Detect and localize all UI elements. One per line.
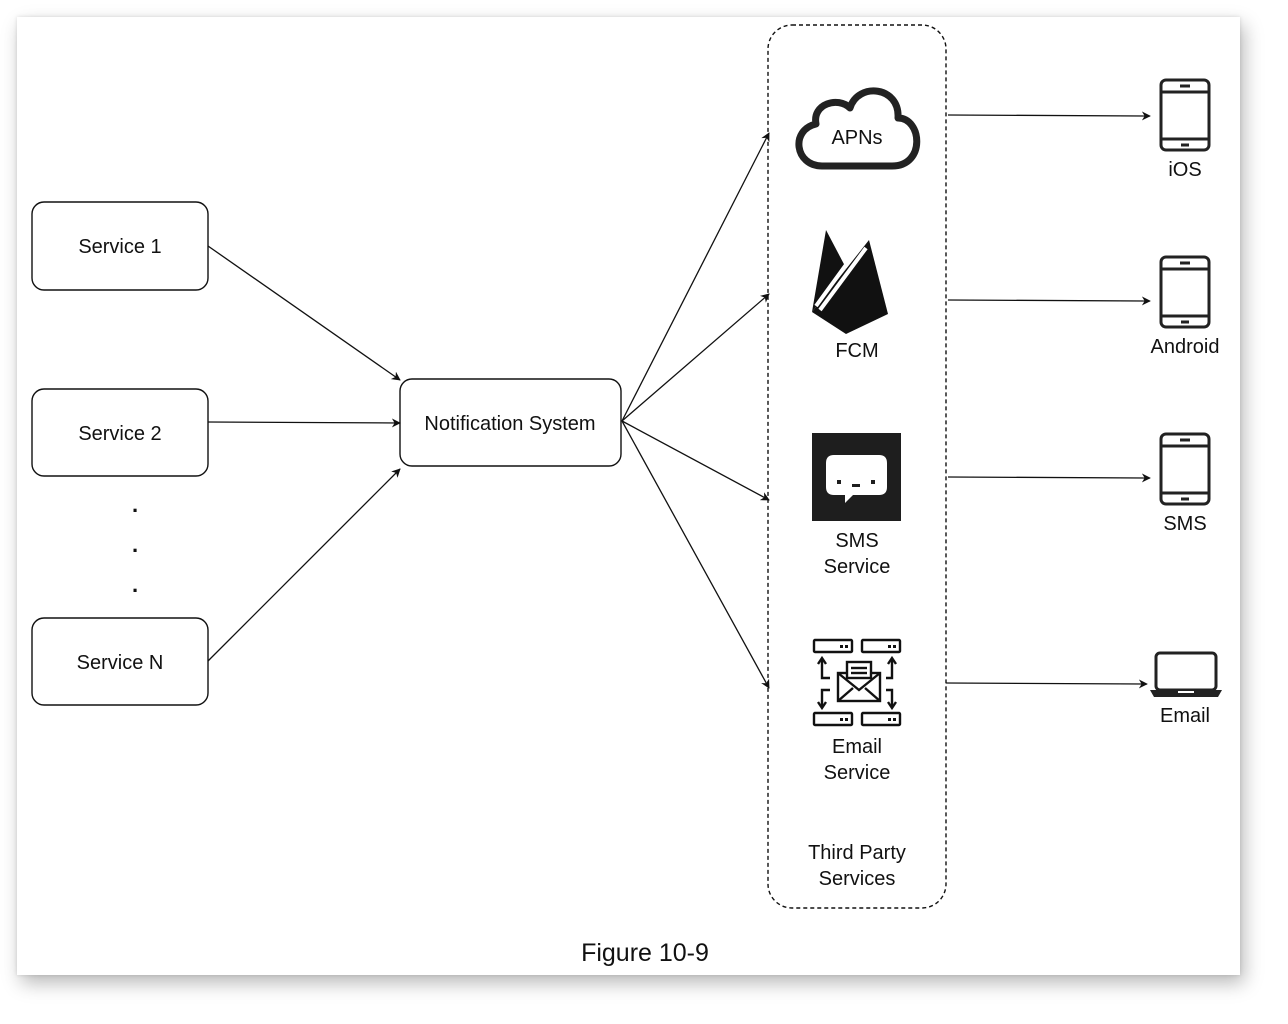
third-party-label-line2: Services [819,868,896,890]
service-to-hub-arrows [207,245,401,662]
svg-text:.: . [132,492,138,517]
svg-text:.: . [132,572,138,597]
hub-label: Notification System [424,413,595,435]
arrow-sms-to-phone [947,473,1151,483]
apns-label: APNs [831,127,882,149]
sms-service-label-line2: Service [824,556,891,578]
sms-device-label: SMS [1163,513,1206,535]
arrow-email-to-laptop [945,679,1148,689]
chat-bubble-icon [812,433,901,521]
smartphone-icon [1159,255,1211,329]
smartphone-icon [1159,78,1211,152]
service-label: Service 1 [78,236,161,258]
arrow-apns-to-ios [947,111,1151,121]
firebase-icon [812,230,888,334]
ellipsis-dots: . . . [132,492,138,597]
third-party-container [767,24,947,909]
notification-system-box: Notification System [399,378,622,467]
sms-service-label-line1: SMS [835,530,878,552]
hub-to-provider-arrows [621,132,770,689]
email-device-label: Email [1160,705,1210,727]
cloud-icon [795,87,921,170]
arrow-servicen-to-hub [207,468,401,662]
apns-provider: APNs [795,87,921,170]
sms-provider: SMS Service [812,433,901,578]
laptop-icon [1150,651,1222,697]
figure-caption: Figure 10-9 [581,939,709,967]
arrow-service2-to-hub [207,418,401,428]
third-party-label-line1: Third Party [808,842,906,864]
fcm-provider: FCM [812,230,888,362]
arrow-fcm-to-android [947,296,1151,306]
android-label: Android [1151,336,1220,358]
arrow-service1-to-hub [207,245,401,381]
email-service-label-line1: Email [832,736,882,758]
email-server-icon [812,638,902,727]
service-box-1: Service 1 [31,201,209,291]
arrow-hub-to-email [621,420,770,689]
service-box-2: Service 2 [31,388,209,477]
arrow-hub-to-fcm [621,293,770,422]
device-sms-phone: SMS [1159,432,1211,535]
device-laptop: Email [1150,651,1222,727]
email-provider: Email Service [812,638,902,784]
service-label: Service N [77,652,164,674]
arrow-hub-to-sms [621,420,770,501]
smartphone-icon [1159,432,1211,506]
service-box-n: Service N [31,617,209,706]
service-label: Service 2 [78,423,161,445]
provider-to-device-arrows [945,111,1151,689]
svg-text:.: . [132,532,138,557]
ios-label: iOS [1168,159,1201,181]
figure-card [17,17,1240,975]
arrow-hub-to-apns [621,132,770,422]
device-android: Android [1151,255,1220,358]
device-ios: iOS [1159,78,1211,181]
fcm-label: FCM [835,340,878,362]
email-service-label-line2: Service [824,762,891,784]
